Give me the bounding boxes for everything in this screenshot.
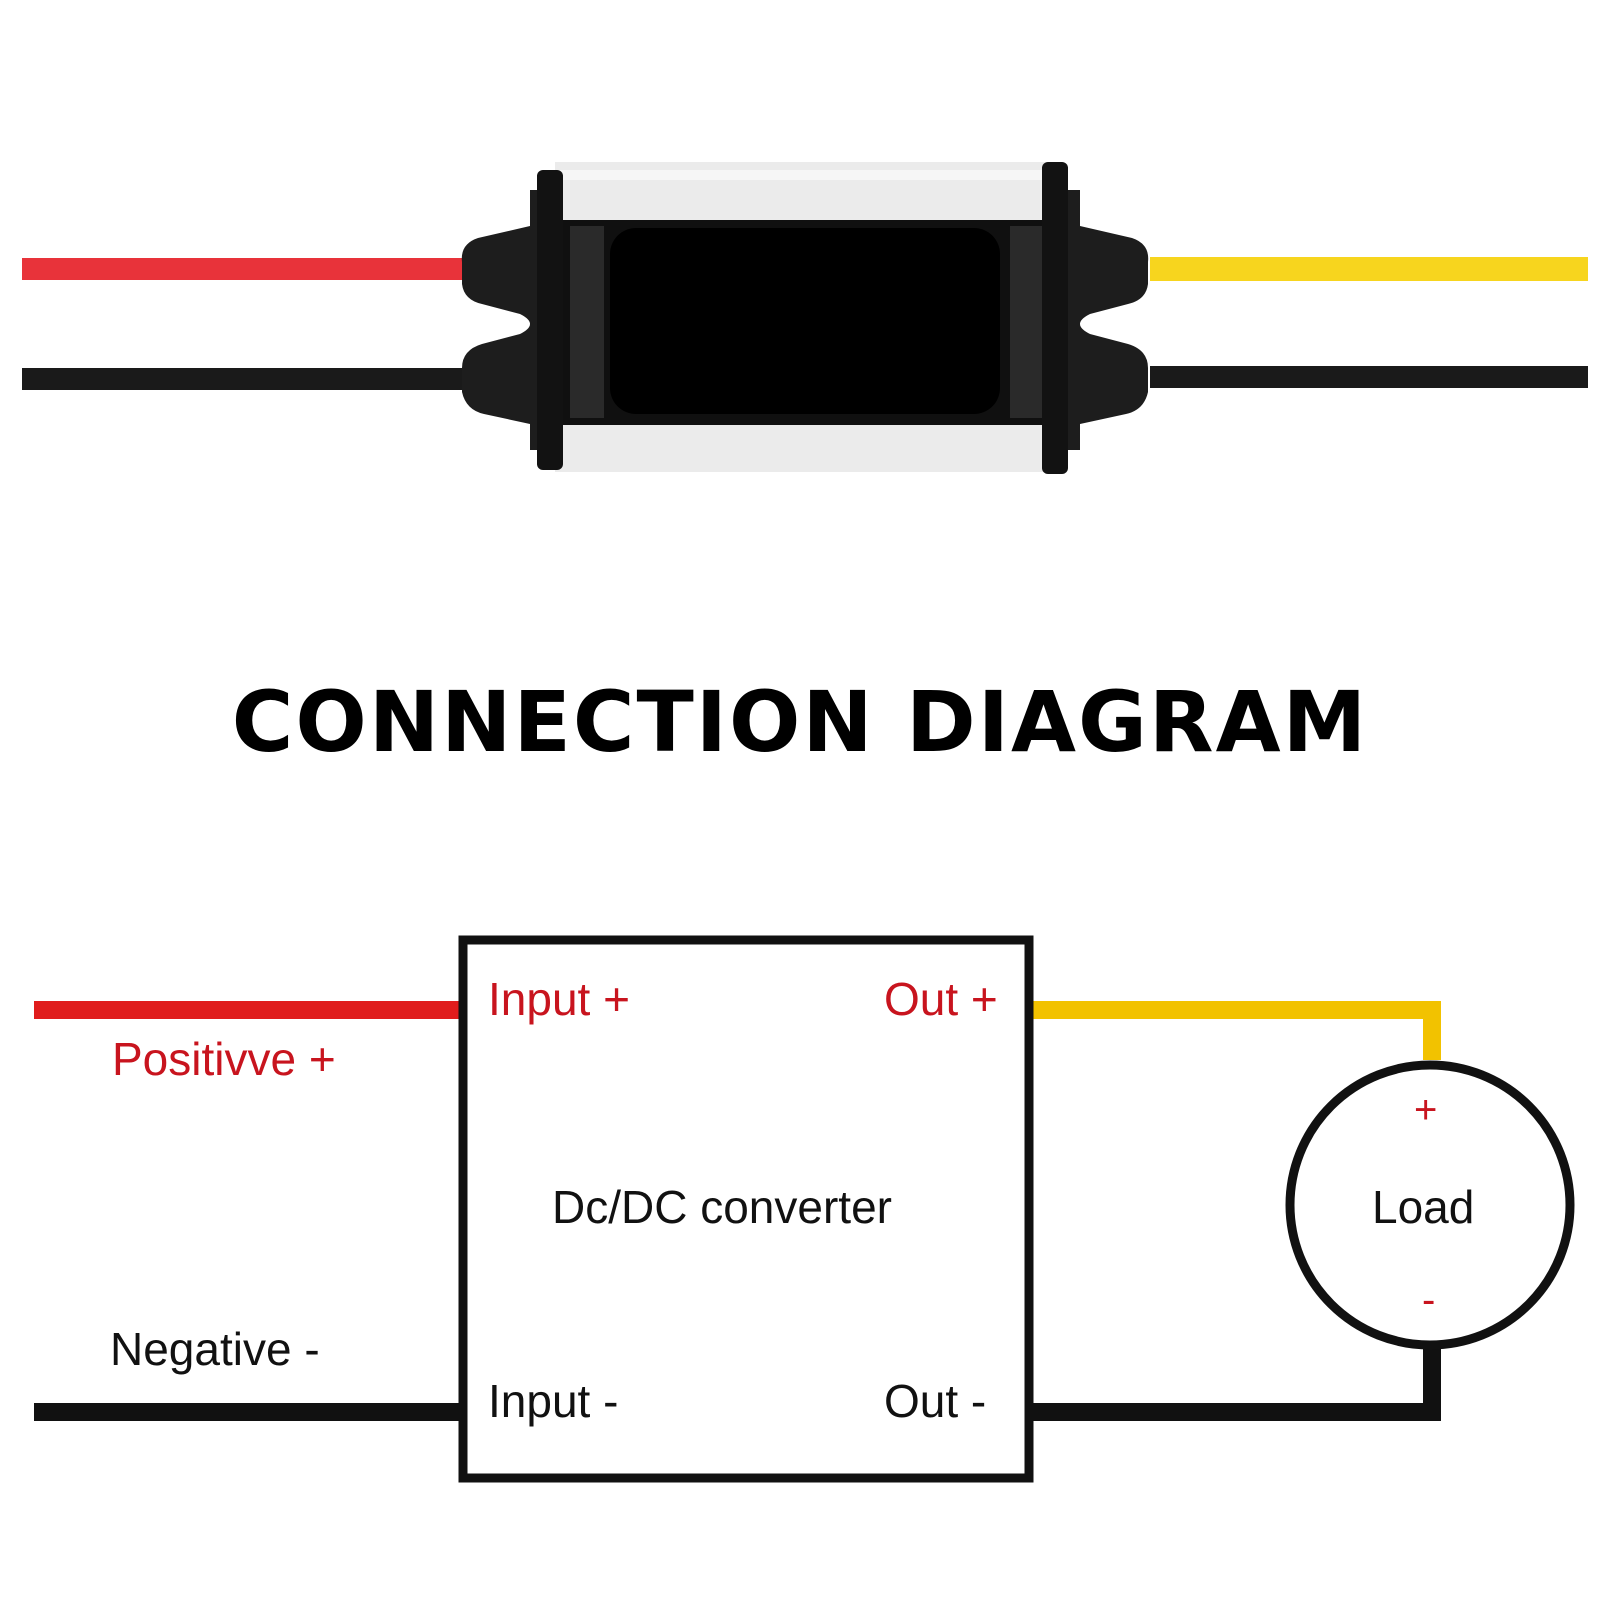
output-positive-label: Out + <box>884 973 998 1025</box>
load-minus-sign: - <box>1422 1278 1436 1322</box>
input-positive-label: Input + <box>488 973 630 1025</box>
converter-label: Dc/DC converter <box>552 1181 892 1233</box>
input-negative-label: Input - <box>488 1375 619 1427</box>
load-plus-sign: + <box>1414 1088 1438 1132</box>
load-label: Load <box>1372 1181 1475 1233</box>
output-negative-wire <box>1150 366 1588 388</box>
output-positive-wire <box>1150 257 1588 281</box>
positive-label: Positivve + <box>112 1033 336 1085</box>
left-end-cap <box>461 190 560 450</box>
output-negative-label: Out - <box>884 1375 987 1427</box>
wiring-schematic <box>34 935 1575 1483</box>
converter-box <box>458 935 1034 1483</box>
right-flange <box>1042 162 1068 474</box>
right-end-cap <box>1050 190 1149 450</box>
negative-label: Negative - <box>110 1323 320 1375</box>
load-circle <box>1285 1060 1575 1350</box>
output-negative-line <box>1030 1344 1441 1421</box>
input-negative-wire <box>22 368 472 390</box>
input-positive-wire <box>22 258 472 280</box>
left-flange <box>537 170 563 470</box>
output-positive-line <box>1030 1001 1441 1060</box>
page-title: CONNECTION DIAGRAM <box>231 673 1369 771</box>
converter-device-illustration <box>22 162 1588 474</box>
